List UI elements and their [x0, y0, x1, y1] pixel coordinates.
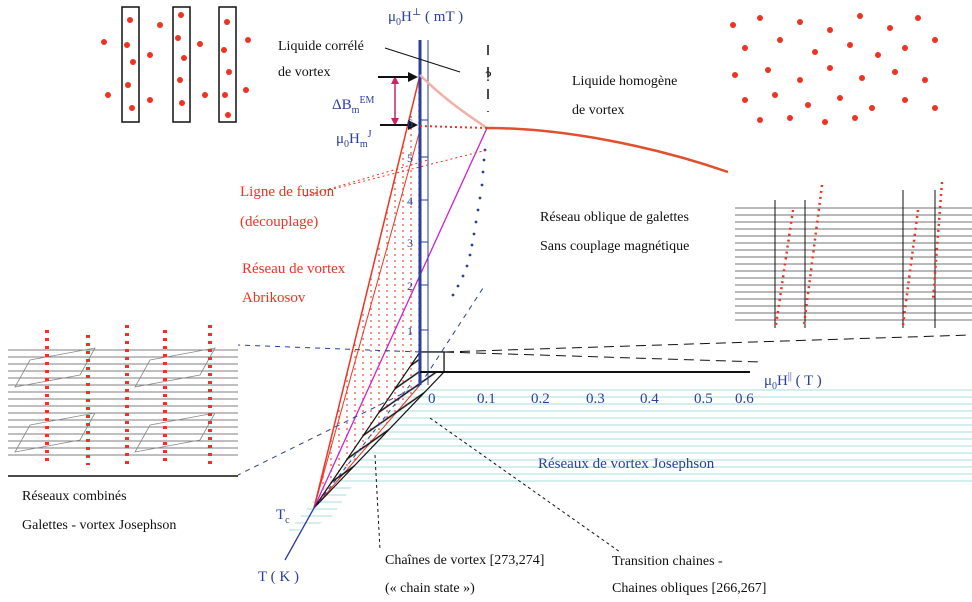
label-transition-1: Transition chaines -: [612, 554, 723, 569]
v-tick-3: 3: [407, 236, 413, 250]
arrow-hmj-head: [408, 120, 418, 130]
label-ligne-fusion-1: Ligne de fusion: [240, 184, 335, 200]
h-axis-unit: ( T ): [791, 373, 822, 389]
fusion-label-line: [304, 159, 429, 197]
hmj-sub0: 0: [344, 139, 350, 150]
arrow-liquid-correle-head: [408, 72, 418, 82]
dash-to-chain-label: [374, 454, 381, 551]
h-tick-0-1: 0.1: [477, 391, 496, 407]
vertical-ticks: [420, 119, 428, 331]
hmj-mu: μ: [336, 131, 345, 147]
t-axis-line: [284, 507, 315, 561]
hmj-sup: J: [367, 129, 372, 140]
v-tick-4: 4: [407, 194, 413, 208]
tc-base: T: [276, 507, 286, 523]
blue-dotted-curve: [451, 148, 487, 297]
fusion-label-line-2: [304, 149, 488, 197]
dash-to-transition-label: [429, 417, 621, 553]
v-tick-5: 5: [407, 151, 413, 165]
dash-right-2: [443, 334, 971, 353]
delta-b-sub: m: [351, 105, 360, 116]
vertical-axis-title: μ0H⊥ ( mT ): [388, 8, 463, 28]
line-liquid-correle: [384, 47, 461, 73]
combined-lattice-inset: [8, 325, 238, 477]
h-tick-0-4: 0.4: [640, 391, 659, 407]
t-axis-dashed: [313, 384, 411, 509]
h-tick-0: 0: [428, 391, 436, 407]
dash-to-left-inset: [237, 384, 421, 476]
hmj-sub: m: [359, 139, 368, 150]
label-chaines-1: Chaînes de vortex [273,274]: [385, 553, 545, 568]
label-reseau-abrikosov-1: Réseau de vortex: [242, 261, 346, 277]
hmj-h: H: [349, 131, 360, 147]
label-reseaux-josephson: Réseaux de vortex Josephson: [538, 456, 715, 472]
h-axis-mu: μ: [764, 373, 773, 389]
fusion-line-left: [313, 74, 421, 509]
tc-label: Tc: [276, 508, 290, 526]
melting-line-upper: [419, 74, 488, 130]
stripes-inset: [101, 6, 251, 123]
h-tick-0-2: 0.2: [531, 391, 550, 407]
delta-b-arrow-head-bottom: [391, 118, 399, 126]
label-ligne-fusion-2: (découplage): [240, 214, 319, 230]
v-axis-mu: μ: [388, 9, 397, 25]
v-axis-sup: ⊥: [411, 7, 422, 18]
label-reseau-oblique-1: Réseau oblique de galettes: [540, 210, 689, 225]
t-axis-label: T ( K ): [258, 569, 299, 585]
label-hmj: μ0HmJ: [336, 130, 372, 150]
label-reseaux-combines-1: Réseaux combinés: [22, 489, 127, 504]
v-tick-1: 1: [407, 324, 413, 338]
homogeneous-liquid-inset: [730, 13, 938, 125]
h-axis-sub: 0: [772, 381, 778, 392]
v-axis-sub: 0: [396, 17, 402, 28]
fusion-line-mid: [313, 129, 421, 509]
label-chaines-2: (« chain state »): [385, 581, 475, 596]
h-tick-0-3: 0.3: [586, 391, 605, 407]
label-reseau-oblique-2: Sans couplage magnétique: [540, 239, 690, 254]
delta-b-arrow-head-top: [391, 76, 399, 84]
h-axis-h: H: [777, 373, 788, 389]
josephson-plane: [285, 385, 972, 535]
label-transition-2: Chaines obliques [266,267]: [612, 581, 767, 596]
h-tick-0-6: 0.6: [735, 391, 754, 407]
label-reseaux-combines-2: Galettes - vortex Josephson: [22, 518, 177, 533]
label-reseau-abrikosov-2: Abrikosov: [242, 290, 306, 306]
label-liquide-homogene-2: de vortex: [572, 103, 625, 118]
chain-wedge-top: [419, 351, 445, 373]
magenta-line: [313, 127, 488, 509]
v-tick-6: 6: [407, 116, 413, 130]
dash-to-left-inset-2: [237, 344, 421, 353]
dash-right-1: [443, 351, 761, 363]
v-axis-h: H: [401, 9, 412, 25]
question-mark: ?: [485, 69, 492, 85]
delta-b-sup: EM: [359, 95, 375, 106]
label-delta-b: ΔBmEM: [332, 96, 374, 116]
h-tick-0-5: 0.5: [694, 391, 713, 407]
label-liquide-correle-1: Liquide corrélé: [278, 39, 364, 54]
v-axis-unit: ( mT ): [421, 9, 464, 25]
label-liquide-correle-2: de vortex: [278, 65, 331, 80]
h-axis-sup: ||: [787, 371, 792, 382]
v-tick-2: 2: [407, 279, 413, 293]
melting-line-right: [486, 126, 729, 174]
label-liquide-homogene-1: Liquide homogène: [572, 74, 678, 89]
tc-sub: c: [285, 515, 290, 526]
horizontal-axis-title: μ0H|| ( T ): [764, 372, 822, 392]
dotted-hmj-line: [419, 125, 488, 129]
oblique-pancake-inset: [735, 181, 972, 328]
delta-b-base: ΔB: [332, 97, 352, 113]
